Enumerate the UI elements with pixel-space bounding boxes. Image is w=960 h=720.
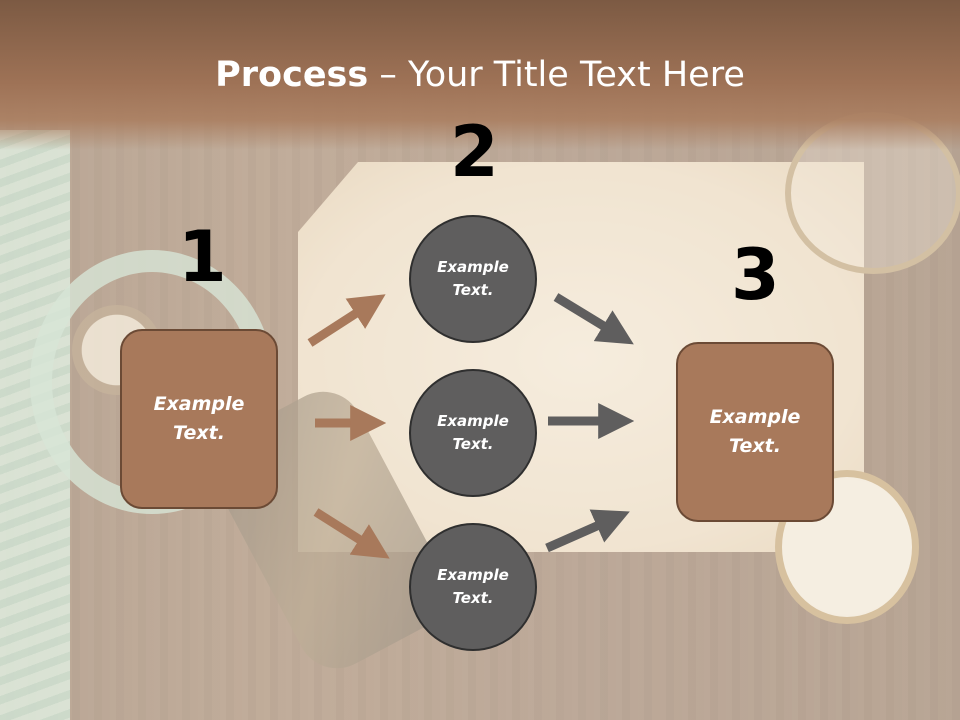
arrow-circle1-to-box3 xyxy=(553,293,634,345)
right-process-box-text: Example Text. xyxy=(709,406,801,457)
title-band xyxy=(0,0,960,150)
process-circle-3-text: Example Text. xyxy=(437,566,509,607)
arrow-circle3-to-box3 xyxy=(545,509,630,553)
process-circle-1[interactable]: Example Text. xyxy=(409,215,537,343)
step-number-1: 1 xyxy=(178,216,227,298)
step-number-3: 3 xyxy=(731,234,780,316)
title-regular-part: – Your Title Text Here xyxy=(368,55,745,95)
arrow-box1-to-circle1 xyxy=(307,294,386,347)
arrow-box1-to-circle3 xyxy=(313,508,390,559)
right-process-box[interactable]: Example Text. xyxy=(676,342,834,522)
process-circle-1-text: Example Text. xyxy=(437,258,509,299)
left-process-box[interactable]: Example Text. xyxy=(120,329,278,509)
slide-title[interactable]: Process – Your Title Text Here xyxy=(0,50,960,100)
process-circle-2-text: Example Text. xyxy=(437,412,509,453)
left-process-box-text: Example Text. xyxy=(153,393,245,444)
process-circle-2[interactable]: Example Text. xyxy=(409,369,537,497)
step-number-2: 2 xyxy=(450,111,499,193)
process-circle-3[interactable]: Example Text. xyxy=(409,523,537,651)
title-bold-part: Process xyxy=(215,55,369,95)
